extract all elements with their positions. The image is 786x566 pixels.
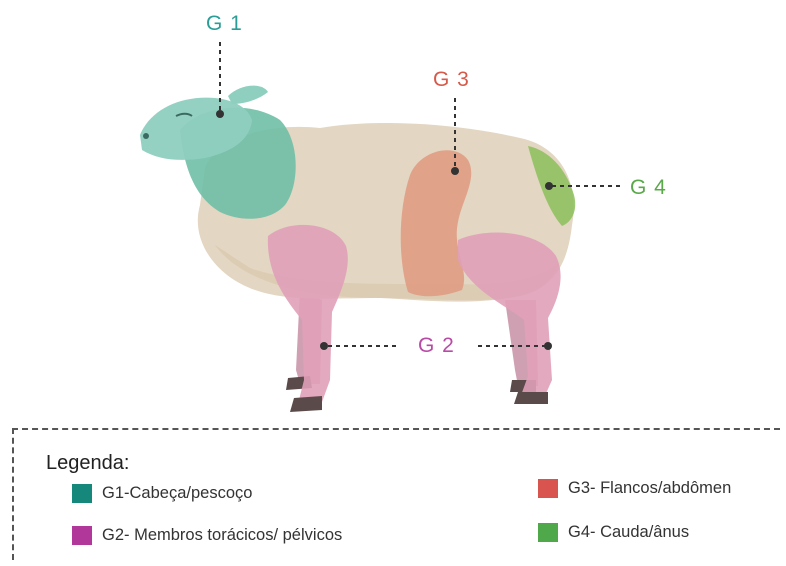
legend-swatch-g2 — [72, 526, 92, 545]
legend-swatch-g1 — [72, 484, 92, 503]
legend-label-g2: G2- Membros torácicos/ pélvicos — [102, 526, 342, 545]
legend-item-g2: G2- Membros torácicos/ pélvicos — [72, 526, 342, 545]
label-g4: G 4 — [630, 176, 667, 200]
g2-front-region — [268, 225, 348, 404]
sheep-ear — [228, 86, 268, 104]
sheep-illustration — [140, 86, 575, 412]
legend-label-g1: G1-Cabeça/pescoço — [102, 484, 252, 503]
legend-item-g4: G4- Cauda/ânus — [538, 523, 689, 542]
legend-label-g3: G3- Flancos/abdômen — [568, 479, 731, 498]
legend-item-g1: G1-Cabeça/pescoço — [72, 484, 252, 503]
label-g2: G 2 — [418, 334, 455, 358]
legend-item-g3: G3- Flancos/abdômen — [538, 479, 731, 498]
legend-swatch-g3 — [538, 479, 558, 498]
sheep-nose — [143, 133, 149, 139]
legend-title: Legenda: — [46, 452, 129, 475]
legend-label-g4: G4- Cauda/ânus — [568, 523, 689, 542]
label-g3: G 3 — [433, 68, 470, 92]
label-g1: G 1 — [206, 12, 243, 36]
legend-swatch-g4 — [538, 523, 558, 542]
front-hoof — [290, 396, 322, 412]
hind-hoof — [514, 392, 548, 404]
